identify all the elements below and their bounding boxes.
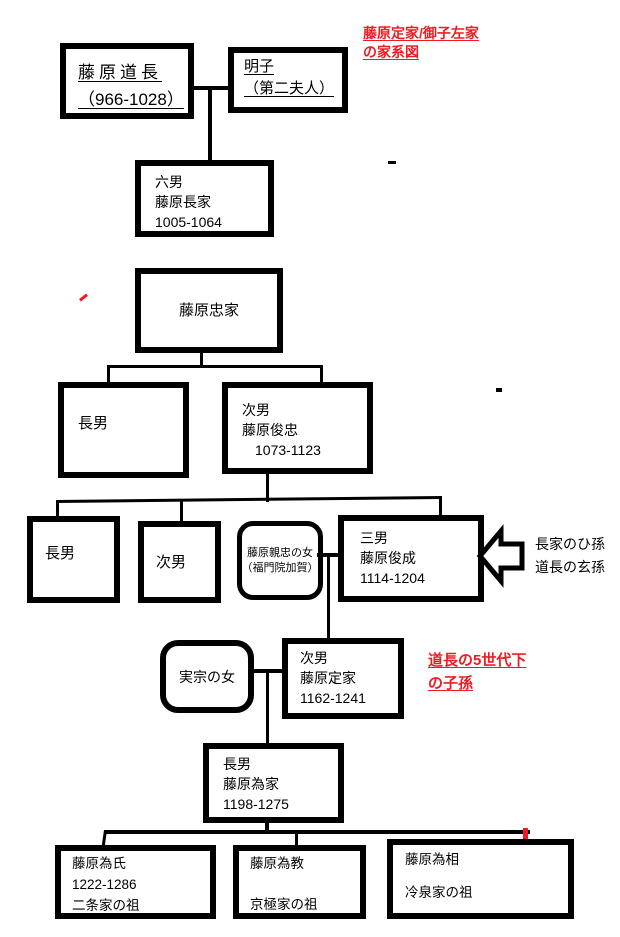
connector-row4-drop2 <box>180 500 183 528</box>
node-fujiwara-tameie: 長男 藤原為家 1198-1275 <box>203 743 344 823</box>
node-chonan-row4: 長男 <box>27 516 120 603</box>
connector-row3-right-drop <box>320 365 323 384</box>
node-toshinari-dates: 1114-1204 <box>360 570 425 586</box>
node-nagaie-order: 六男 <box>155 174 183 190</box>
node-toshitada-order: 次男 <box>242 402 270 418</box>
arrow-note: 長家のひ孫 道長の玄孫 <box>535 533 605 579</box>
node-teika-dates: 1162-1241 <box>300 690 366 706</box>
node-fujiwara-toshinari: 三男 藤原俊成 1114-1204 <box>338 515 484 602</box>
diagram-title: 藤原定家/御子左家 の家系図 <box>363 24 479 62</box>
connector-to-tameie <box>266 671 269 745</box>
connector-toshitada-down <box>266 474 269 502</box>
connector-row4-drop3 <box>439 496 442 518</box>
node-tamesuke-name: 藤原為相 <box>405 852 459 867</box>
node-tameie-order: 長男 <box>223 756 251 772</box>
node-nagaie-dates: 1005-1064 <box>155 214 222 230</box>
stray-black-dot <box>496 388 502 392</box>
node-tadaie-name: 藤原忠家 <box>178 301 239 319</box>
node-meishi-name: 明子 <box>244 58 275 75</box>
node-tameuji-dates: 1222-1286 <box>72 877 137 892</box>
node-meishi-role: （第二夫人） <box>244 80 335 97</box>
node-jinan-row4-label: 次男 <box>156 554 187 571</box>
node-fujiwara-tamesuke: 藤原為相 冷泉家の祖 <box>387 839 574 919</box>
node-fujiwara-toshitada: 次男 藤原俊忠 1073-1123 <box>222 382 373 474</box>
node-fujiwara-tameuji: 藤原為氏 1222-1286 二条家の祖 <box>55 845 216 919</box>
node-tameie-dates: 1198-1275 <box>223 796 289 812</box>
arrow-note-line1: 長家のひ孫 <box>535 536 605 552</box>
connector-row4-horizontal <box>55 495 442 503</box>
connector-row7-horizontal <box>104 830 530 834</box>
connector-row3-horizontal <box>107 365 323 368</box>
node-tamesuke-house: 冷泉家の祖 <box>405 885 473 900</box>
node-sanemune: 実宗の女 <box>160 640 254 713</box>
node-toshinari-name: 藤原俊成 <box>360 550 416 566</box>
node-kaga: 藤原親忠の女 （福門院加賀） <box>237 521 323 600</box>
node-meishi: 明子 （第二夫人） <box>228 47 348 113</box>
node-chonan-row3-label: 長男 <box>78 415 109 432</box>
connector-to-teika <box>327 555 330 640</box>
descendant-note-line2: の子孫 <box>428 675 474 692</box>
node-chonan-row4-label: 長男 <box>45 545 76 562</box>
stray-black-dash <box>388 161 396 164</box>
node-chonan-row3: 長男 <box>58 382 189 478</box>
node-kaga-title: （福門院加賀） <box>241 561 319 574</box>
node-toshitada-dates: 1073-1123 <box>255 442 321 458</box>
descendant-note: 道長の5世代下 の子孫 <box>428 649 526 695</box>
node-fujiwara-michinaga: 藤原道長 （966-1028） <box>60 43 194 119</box>
node-nagaie-name: 藤原長家 <box>155 194 211 210</box>
node-jinan-row4: 次男 <box>138 521 221 603</box>
stray-red-stroke <box>79 293 88 302</box>
diagram-title-line2: の家系図 <box>363 44 419 60</box>
node-fujiwara-tamenori: 藤原為教 京極家の祖 <box>233 845 366 919</box>
arrow-note-line2: 道長の玄孫 <box>535 559 605 575</box>
node-teika-name: 藤原定家 <box>300 670 356 686</box>
connector-row3-left-drop <box>107 365 110 396</box>
node-kaga-name: 藤原親忠の女 <box>247 546 313 559</box>
node-toshinari-order: 三男 <box>360 530 388 546</box>
node-michinaga-name: 藤原道長 <box>78 63 162 82</box>
node-fujiwara-teika: 次男 藤原定家 1162-1241 <box>282 638 404 719</box>
node-fujiwara-tadaie: 藤原忠家 <box>135 268 283 353</box>
node-michinaga-dates: （966-1028） <box>78 90 184 109</box>
node-tamenori-name: 藤原為教 <box>250 856 304 871</box>
node-teika-order: 次男 <box>300 650 328 666</box>
node-fujiwara-nagaie: 六男 藤原長家 1005-1064 <box>135 160 274 237</box>
descendant-note-line1: 道長の5世代下 <box>428 652 527 669</box>
node-sanemune-name: 実宗の女 <box>179 668 235 685</box>
left-block-arrow-icon <box>476 524 525 588</box>
node-toshitada-name: 藤原俊忠 <box>242 422 298 438</box>
node-tameuji-name: 藤原為氏 <box>72 856 126 871</box>
connector-tameie-down <box>265 822 269 833</box>
connector-row4-drop1 <box>56 500 59 522</box>
connector-tadaie-down <box>200 352 203 368</box>
connector-to-nagaie <box>208 88 212 162</box>
diagram-title-line1: 藤原定家/御子左家 <box>363 25 479 41</box>
connector-row7-drop2 <box>295 830 298 850</box>
node-tameuji-house: 二条家の祖 <box>72 898 140 913</box>
node-tameie-name: 藤原為家 <box>223 776 279 792</box>
node-tamenori-house: 京極家の祖 <box>250 897 318 912</box>
